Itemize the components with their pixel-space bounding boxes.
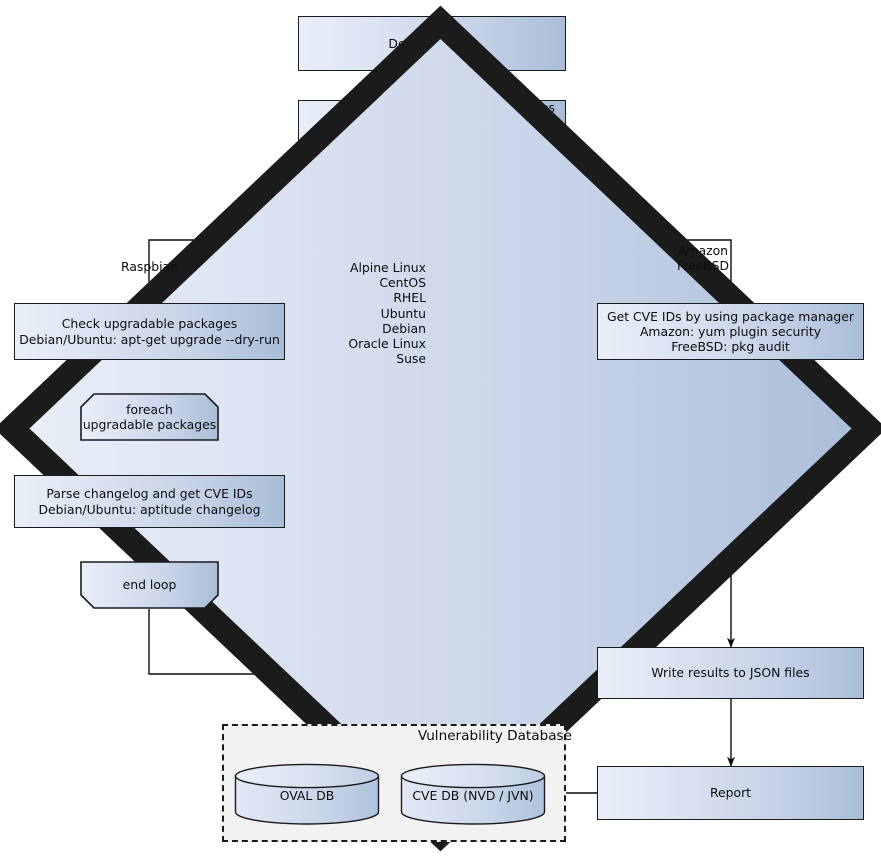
node-parse-changelog[interactable]: Parse changelog and get CVE IDs Debian/U…: [14, 475, 285, 528]
node-cve-db[interactable]: CVE DB (NVD / JVN): [400, 763, 546, 825]
node-parse-changelog-label: Parse changelog and get CVE IDs Debian/U…: [38, 486, 261, 517]
node-check-upgradable-packages[interactable]: Check upgradable packages Debian/Ubuntu:…: [14, 303, 285, 360]
node-end-loop[interactable]: end loop: [80, 561, 219, 609]
node-check-upgradable-packages-label: Check upgradable packages Debian/Ubuntu:…: [19, 316, 280, 347]
group-vulnerability-database-title: Vulnerability Database: [417, 728, 572, 744]
edge-label-raspbian: Raspbian: [120, 259, 178, 274]
end-loop-shape: [80, 561, 219, 609]
node-get-cve-ids-label: Get CVE IDs by using package manager Ama…: [607, 308, 854, 355]
node-foreach[interactable]: foreach upgradable packages: [80, 393, 219, 441]
node-oval-db-label: OVAL DB: [279, 788, 335, 803]
node-write-results-to-json-label: Write results to JSON files: [651, 665, 810, 681]
node-end-loop-label: end loop: [122, 577, 177, 593]
cve-db-shape: [400, 763, 546, 825]
node-report[interactable]: Report: [597, 766, 864, 820]
node-report-label: Report: [709, 785, 752, 801]
edge-label-middle-distros: Alpine Linux CentOS RHEL Ubuntu Debian O…: [348, 260, 426, 367]
node-get-cve-ids[interactable]: Get CVE IDs by using package manager Ama…: [597, 303, 864, 360]
foreach-shape: [80, 393, 219, 441]
edge-label-amazon-freebsd: Amazon FreeBSD: [677, 243, 729, 274]
node-cve-db-label: CVE DB (NVD / JVN): [412, 788, 534, 803]
node-write-results-to-json[interactable]: Write results to JSON files: [597, 647, 864, 699]
node-oval-db[interactable]: OVAL DB: [234, 763, 380, 825]
oval-db-shape: [234, 763, 380, 825]
node-foreach-label: foreach upgradable packages: [82, 401, 217, 432]
